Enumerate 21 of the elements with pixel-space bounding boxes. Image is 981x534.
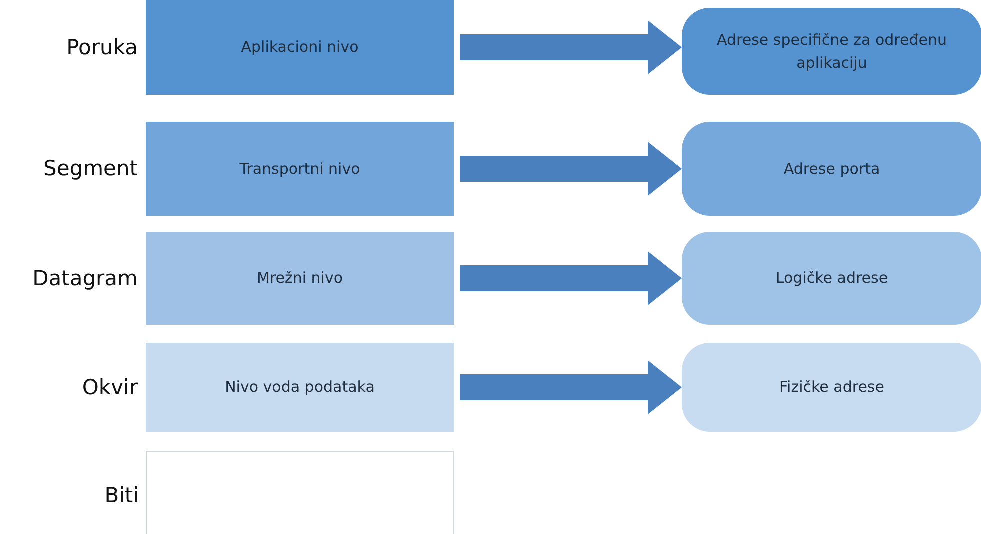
- box-text: Adrese porta: [784, 158, 880, 180]
- unit-label: Biti: [104, 482, 139, 509]
- box-text: Logičke adrese: [776, 268, 888, 290]
- block-arrow: [460, 252, 682, 306]
- block-arrow: [460, 360, 682, 414]
- address-box: [682, 343, 981, 432]
- address-box: [682, 8, 981, 95]
- block-arrow: [460, 20, 682, 74]
- address-box: [682, 122, 981, 216]
- address-box: [682, 232, 981, 325]
- block-arrow: [460, 142, 682, 196]
- unit-label: Datagram: [32, 264, 138, 292]
- box-text: Transportni nivo: [240, 158, 360, 180]
- box-text: Aplikacioni nivo: [241, 37, 359, 58]
- unit-label: Okvir: [82, 374, 138, 401]
- box-text: Adrese specifične za određenu aplikaciju: [716, 30, 948, 74]
- box-text: Mrežni nivo: [256, 268, 344, 290]
- box-text: Fizičke adrese: [780, 377, 884, 398]
- unit-label: Segment: [44, 155, 138, 182]
- unit-label: Poruka: [66, 34, 138, 61]
- box-text: Nivo voda podataka: [225, 377, 375, 398]
